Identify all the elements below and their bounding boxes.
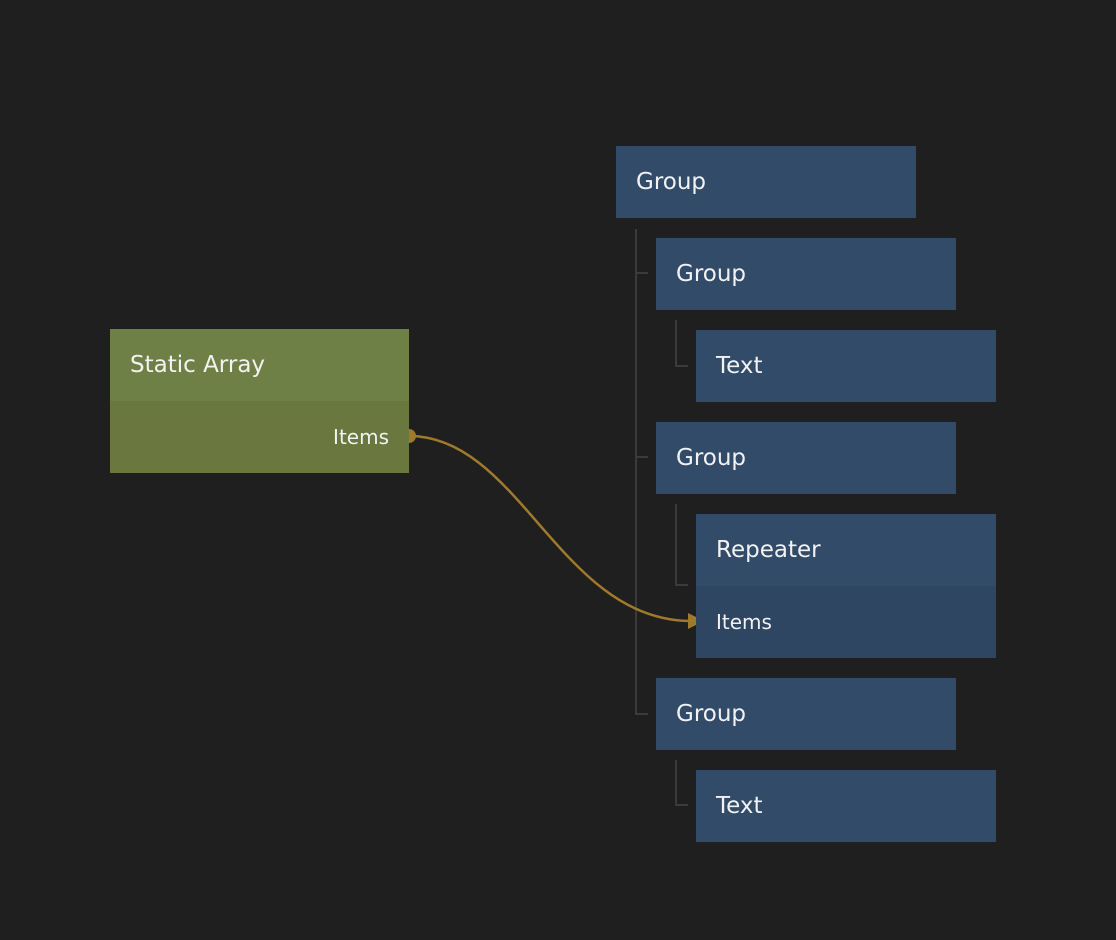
connection-wire[interactable] [408, 434, 691, 623]
node-group-1-text[interactable]: Text [696, 330, 996, 402]
static-array-title: Static Array [130, 352, 266, 378]
node-repeater[interactable]: Repeater Items [696, 514, 996, 658]
repeater-title: Repeater [716, 537, 821, 563]
node-group-3-title: Group [676, 700, 747, 727]
node-group-1-text-title: Text [716, 352, 763, 379]
repeater-items-label: Items [716, 610, 772, 634]
node-group-3[interactable]: Group [656, 678, 956, 750]
node-root-group[interactable]: Group [616, 146, 916, 218]
static-array-items-label: Items [333, 425, 389, 449]
node-group-3-text-title: Text [716, 792, 763, 819]
node-group-1-title: Group [676, 260, 747, 287]
repeater-header[interactable]: Repeater [696, 514, 996, 586]
tree-line-root [635, 229, 648, 715]
node-group-1[interactable]: Group [656, 238, 956, 310]
repeater-items-port[interactable]: Items [696, 586, 996, 658]
static-array-header[interactable]: Static Array [110, 329, 409, 401]
static-array-node[interactable]: Static Array Items [110, 329, 409, 473]
tree-line-group-2 [675, 504, 688, 586]
static-array-items-port[interactable]: Items [110, 401, 409, 473]
tree-line-group-3 [675, 760, 688, 806]
tree-line-group-1 [675, 320, 688, 367]
node-group-3-text[interactable]: Text [696, 770, 996, 842]
node-root-group-title: Group [636, 168, 707, 195]
node-group-2-title: Group [676, 444, 747, 471]
node-group-2[interactable]: Group [656, 422, 956, 494]
